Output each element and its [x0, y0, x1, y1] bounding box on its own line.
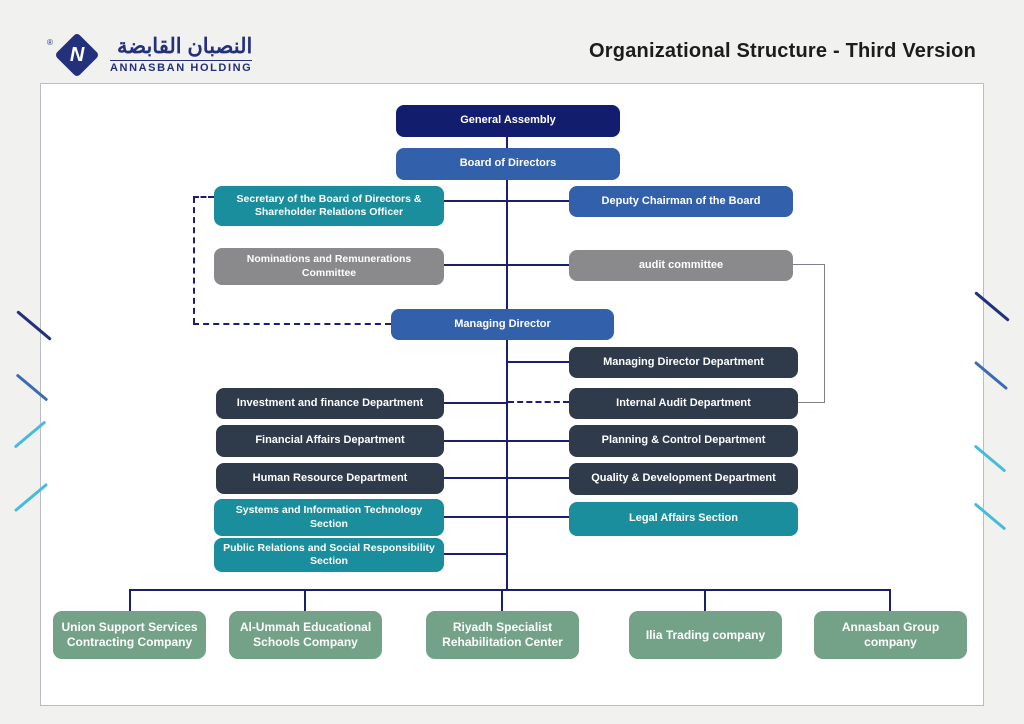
- node-planning-control: Planning & Control Department: [569, 425, 798, 457]
- company-drop-1: [129, 589, 131, 611]
- connector-central-spine: [506, 180, 508, 589]
- connector-systems-legal: [444, 516, 569, 518]
- node-internal-audit: Internal Audit Department: [569, 388, 798, 419]
- connector-secretary-deputy: [444, 200, 569, 202]
- node-financial-affairs: Financial Affairs Department: [216, 425, 444, 457]
- org-chart-canvas: General Assembly Board of Directors Secr…: [40, 83, 984, 706]
- connector-nominations-audit: [444, 264, 569, 266]
- node-company-ilia-trading: Ilia Trading company: [629, 611, 782, 659]
- page-title: Organizational Structure - Third Version: [589, 40, 976, 62]
- connector-md-department: [508, 361, 569, 363]
- node-legal-affairs: Legal Affairs Section: [569, 502, 798, 536]
- node-deputy-chairman: Deputy Chairman of the Board: [569, 186, 793, 217]
- logo-monogram: N: [69, 43, 85, 66]
- logo-diamond-icon: ® N: [47, 30, 102, 80]
- dashed-link-md-bottom: [193, 323, 391, 325]
- dashed-link-secretary-top: [193, 196, 214, 198]
- registered-trademark: ®: [47, 38, 53, 47]
- company-drop-5: [889, 589, 891, 611]
- company-drop-4: [704, 589, 706, 611]
- node-company-union-support: Union Support Services Contracting Compa…: [53, 611, 206, 659]
- connector-ga-bod: [506, 137, 508, 148]
- dashed-link-vertical: [193, 197, 195, 324]
- node-general-assembly: General Assembly: [396, 105, 620, 137]
- connector-hr-quality: [444, 477, 569, 479]
- node-managing-director: Managing Director: [391, 309, 614, 340]
- node-company-al-ummah: Al-Ummah Educational Schools Company: [229, 611, 382, 659]
- connector-public-relations: [444, 553, 506, 555]
- audit-link-bottom: [798, 402, 824, 403]
- company-drop-2: [304, 589, 306, 611]
- connector-internal-audit-dashed: [508, 401, 569, 403]
- audit-link-top: [793, 264, 824, 265]
- connector-financial-planning: [444, 440, 569, 442]
- node-audit-committee: audit committee: [569, 250, 793, 281]
- logo-english-name: ANNASBAN HOLDING: [110, 59, 253, 74]
- node-board-of-directors: Board of Directors: [396, 148, 620, 180]
- node-company-riyadh-rehab: Riyadh Specialist Rehabilitation Center: [426, 611, 579, 659]
- connector-investment: [444, 402, 506, 404]
- node-secretary: Secretary of the Board of Directors & Sh…: [214, 186, 444, 226]
- node-quality-development: Quality & Development Department: [569, 463, 798, 495]
- companies-rail: [129, 589, 891, 591]
- node-nominations: Nominations and Remunerations Committee: [214, 248, 444, 285]
- company-drop-3: [501, 589, 503, 611]
- node-systems-it: Systems and Information Technology Secti…: [214, 499, 444, 536]
- node-investment-finance: Investment and finance Department: [216, 388, 444, 419]
- audit-link-vertical: [824, 264, 825, 403]
- logo-arabic-name: النصبان القابضة: [116, 35, 253, 59]
- company-logo: ® N النصبان القابضة ANNASBAN HOLDING: [47, 30, 253, 80]
- node-company-annasban-group: Annasban Group company: [814, 611, 967, 659]
- node-public-relations: Public Relations and Social Responsibili…: [214, 538, 444, 572]
- node-md-department: Managing Director Department: [569, 347, 798, 378]
- node-human-resource: Human Resource Department: [216, 463, 444, 494]
